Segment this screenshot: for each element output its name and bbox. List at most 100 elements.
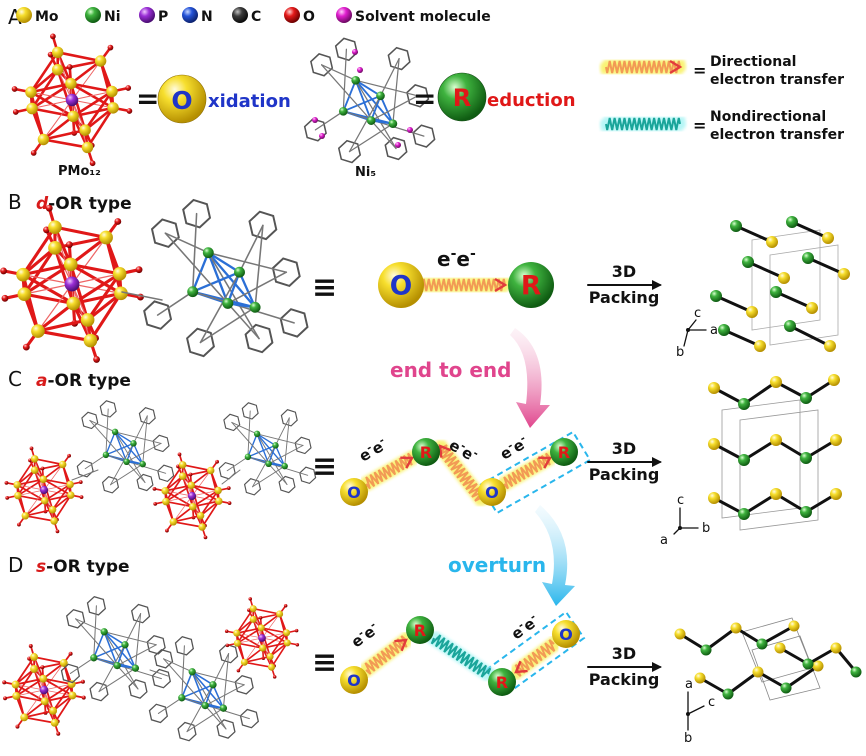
mo-o-bond — [269, 642, 289, 658]
terminal-o-atom — [247, 608, 251, 612]
terminal-o-atom — [81, 695, 86, 700]
mo-o-bond — [235, 618, 254, 634]
mo-node — [812, 660, 824, 672]
equiv-sign-c: ≡ — [312, 449, 337, 484]
mo-o-bond — [52, 683, 73, 712]
mo-atom — [13, 481, 21, 489]
n-bond — [354, 79, 382, 97]
electron-charge: - — [516, 619, 526, 631]
c-bond — [199, 306, 256, 344]
n-bond — [267, 444, 277, 465]
p-o-bond — [71, 273, 121, 285]
ni-atom — [281, 462, 288, 470]
terminal-o-atom — [177, 452, 182, 457]
terminal-o-atom — [28, 643, 33, 648]
p-o-bond — [261, 632, 287, 639]
electron-symbol: e — [456, 247, 470, 271]
terminal-o-atom — [78, 480, 83, 485]
n-bond — [207, 251, 229, 305]
chain-bond — [746, 260, 786, 280]
n-bond — [207, 251, 241, 274]
panel-d-type-prefix: s — [36, 557, 46, 577]
n-bond — [93, 644, 126, 659]
c-bond — [186, 707, 224, 733]
mo-atom — [178, 472, 187, 480]
chain-bond — [790, 220, 830, 240]
panel-c-letter: C — [8, 367, 22, 391]
panel-b-type-prefix: d — [36, 194, 49, 214]
packing-arrowhead — [652, 662, 662, 672]
mo-node — [824, 340, 836, 352]
mo-atom — [79, 124, 91, 136]
c-bond — [207, 251, 260, 340]
oxidation-node — [340, 666, 368, 694]
mo-o-bond — [29, 90, 45, 141]
n-bond — [212, 684, 225, 709]
mo-o-bond — [53, 494, 72, 522]
mo-atom — [67, 110, 79, 123]
ligand-ring — [146, 634, 166, 655]
chain-bond — [760, 624, 796, 646]
ni-atom — [201, 701, 209, 710]
mo-o-bond — [165, 500, 194, 508]
ligand-ring — [337, 139, 362, 164]
nondirectional-wave — [600, 116, 686, 132]
terminal-o-atom — [55, 529, 60, 534]
mo-o-bond — [260, 613, 281, 629]
axis-origin — [686, 712, 690, 716]
c-bond — [164, 232, 229, 305]
reduction-node — [488, 668, 516, 696]
reduction-node-letter: R — [521, 271, 541, 302]
axis-label: a — [660, 533, 668, 548]
p-o-bond — [15, 684, 45, 691]
terminal-o-atom — [152, 486, 157, 491]
p-o-bond — [54, 226, 73, 285]
mo-o-bond — [23, 700, 46, 719]
p-atom — [39, 485, 49, 495]
mo-o-bond — [260, 627, 288, 634]
mo-o-bond — [16, 484, 27, 517]
p-o-bond — [33, 656, 45, 691]
c-bond — [110, 463, 144, 486]
c-bond — [93, 605, 97, 659]
packing-arrowhead — [652, 457, 662, 467]
chain-bond — [774, 290, 814, 310]
ni-atom — [272, 442, 279, 449]
ligand-ring — [186, 327, 215, 358]
mo-atom — [20, 713, 29, 722]
mo-node — [754, 340, 766, 352]
electron-charge: - — [470, 246, 476, 262]
c-bond — [156, 290, 194, 316]
ni-atom — [222, 297, 234, 309]
arrowhead — [494, 277, 508, 293]
c-bond — [103, 631, 139, 690]
n-bond — [103, 631, 137, 669]
packing-label-line1: 3D — [612, 439, 636, 458]
mo-atom — [12, 691, 21, 700]
terminal-o-atom — [5, 495, 10, 500]
electron-pair-label: e-e- — [437, 246, 476, 271]
c-bond — [370, 119, 397, 150]
mo-o-bond — [86, 291, 123, 322]
reduction-node-letter: R — [558, 443, 571, 462]
mo-node — [746, 306, 758, 318]
mo-o-bond — [83, 90, 114, 132]
mo-o-bond — [24, 514, 55, 522]
s-or-packing-lattice: abc — [674, 617, 862, 746]
c-bond — [207, 251, 288, 273]
c-bond — [254, 224, 264, 309]
terminal-o-atom — [3, 696, 8, 701]
c-bond — [320, 64, 372, 122]
directional-line2: electron transfer — [710, 72, 844, 88]
panel-b-letter: B — [8, 190, 22, 214]
chain-bond — [704, 626, 738, 652]
p-o-bond — [42, 99, 73, 140]
mo-o-bond — [14, 668, 35, 686]
mo-atom — [257, 624, 265, 632]
terminal-o-atom — [125, 85, 132, 91]
terminal-o-atom — [188, 472, 193, 477]
mo-o-bond — [164, 490, 175, 523]
terminal-o-atom — [47, 51, 54, 58]
mo-atom — [58, 460, 67, 469]
